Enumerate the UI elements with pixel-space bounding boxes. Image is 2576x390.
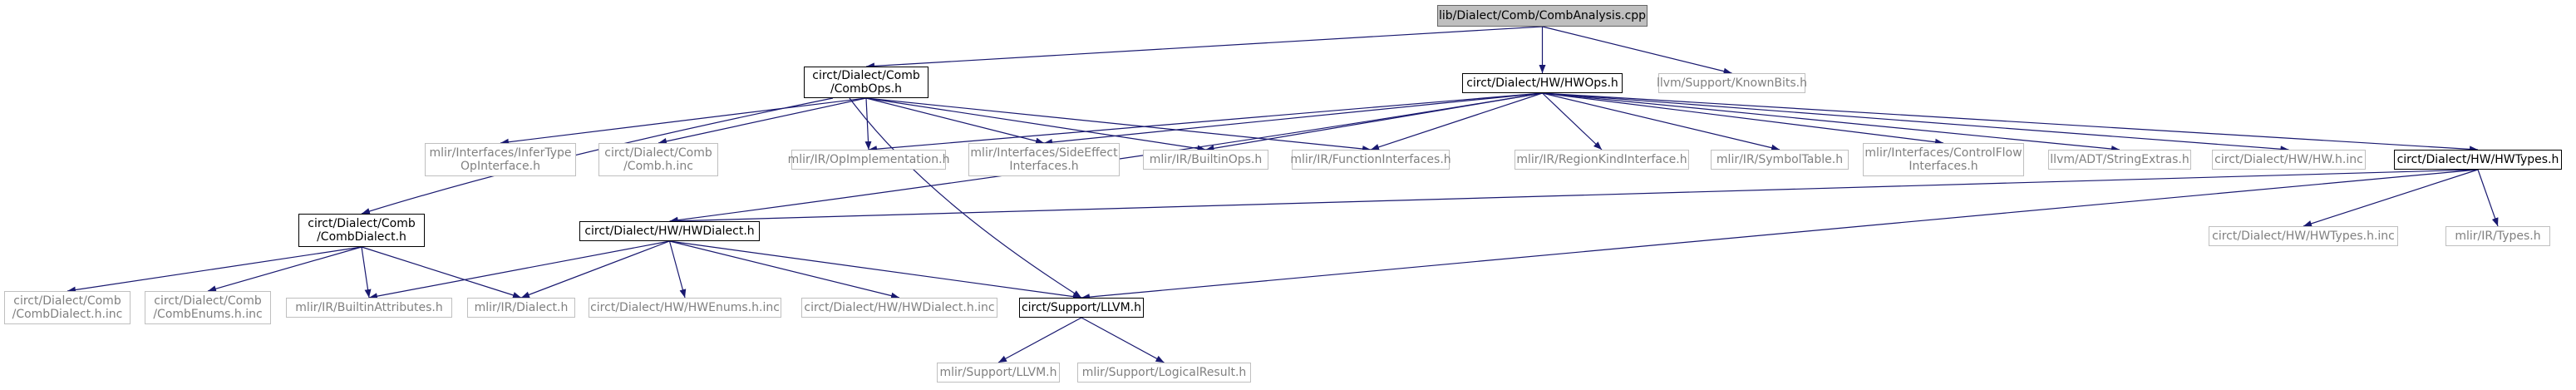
node-infer-type-op-interface-h: mlir/Interfaces/InferType OpInterface.h [425,143,576,176]
node-comb-h-inc: circt/Dialect/Comb /Comb.h.inc [598,143,718,176]
node-side-effect-interfaces-h: mlir/Interfaces/SideEffect Interfaces.h [968,143,1120,176]
edge-comb-dialect-h-to-comb-dialect-h-inc [66,246,362,294]
edge-hw-ops-h-to-symbol-table-h [1542,92,1781,151]
node-label: mlir/Interfaces/InferType OpInterface.h [429,146,572,173]
node-op-implementation-h: mlir/IR/OpImplementation.h [788,150,949,170]
node-known-bits-h: llvm/Support/KnownBits.h [1656,73,1808,93]
edge-comb-dialect-h-to-comb-enums-h-inc [207,246,362,293]
edge-combanalysis-cpp-to-known-bits-h [1542,26,1732,75]
node-hw-types-h[interactable]: circt/Dialect/HW/HWTypes.h [2394,150,2562,170]
edge-comb-ops-h-to-function-interfaces-h [865,97,1372,152]
edge-support-llvm-h-to-mlir-support-llvm-h [997,317,1082,363]
node-comb-dialect-h[interactable]: circt/Dialect/Comb /CombDialect.h [298,214,425,247]
edge-hw-dialect-h-to-mlir-dialect-h [520,240,670,299]
node-function-interfaces-h: mlir/IR/FunctionInterfaces.h [1290,150,1451,170]
edge-hw-ops-h-to-hw-dialect-h [669,92,1543,224]
node-label: llvm/ADT/StringExtras.h [2050,153,2189,166]
node-hw-enums-h-inc: circt/Dialect/HW/HWEnums.h.inc [589,298,781,318]
node-label: circt/Dialect/HW/HWDialect.h [584,225,755,238]
node-label: mlir/IR/Dialect.h [474,301,569,314]
edge-comb-ops-h-to-support-llvm-h [849,97,1082,299]
node-support-llvm-h[interactable]: circt/Support/LLVM.h [1019,298,1144,318]
edge-hw-dialect-h-to-hw-enums-h-inc [668,240,687,299]
node-combanalysis-cpp[interactable]: lib/Dialect/Comb/CombAnalysis.cpp [1437,5,1648,27]
node-label: circt/Dialect/HW/HWTypes.h [2396,153,2559,166]
node-label: llvm/Support/KnownBits.h [1656,77,1808,90]
node-label: circt/Dialect/Comb /CombDialect.h.inc [12,294,123,321]
node-hw-types-h-inc: circt/Dialect/HW/HWTypes.h.inc [2209,226,2398,246]
edge-comb-ops-h-to-builtin-ops-h [865,97,1206,152]
node-label: circt/Dialect/HW/HWOps.h [1466,77,1618,90]
edge-support-llvm-h-to-logical-result-h [1081,317,1165,363]
node-builtin-attributes-h: mlir/IR/BuiltinAttributes.h [286,298,452,318]
node-label: circt/Dialect/Comb /Comb.h.inc [604,146,712,173]
node-region-kind-interface-h: mlir/IR/RegionKindInterface.h [1515,150,1689,170]
edge-hw-types-h-to-support-llvm-h [1081,169,2479,301]
edge-hw-dialect-h-to-builtin-attributes-h [368,240,670,300]
node-label: circt/Dialect/Comb /CombEnums.h.inc [153,294,263,321]
node-mlir-types-h: mlir/IR/Types.h [2445,226,2550,246]
node-comb-ops-h[interactable]: circt/Dialect/Comb /CombOps.h [804,67,928,98]
node-comb-enums-h-inc: circt/Dialect/Comb /CombEnums.h.inc [145,291,271,324]
node-hw-dialect-h-inc: circt/Dialect/HW/HWDialect.h.inc [801,298,997,318]
edge-combanalysis-cpp-to-comb-ops-h [865,26,1543,70]
node-label: mlir/IR/OpImplementation.h [787,153,950,166]
edge-hw-ops-h-to-region-kind-interface-h [1542,92,1603,151]
edge-hw-dialect-h-to-support-llvm-h [669,240,1082,300]
node-symbol-table-h: mlir/IR/SymbolTable.h [1711,150,1849,170]
node-label: circt/Dialect/Comb /CombDialect.h [308,217,416,244]
edge-hw-ops-h-to-op-implementation-h [868,92,1543,153]
node-label: circt/Dialect/HW/HWTypes.h.inc [2212,230,2395,243]
node-label: circt/Support/LLVM.h [1021,301,1142,314]
node-mlir-support-llvm-h: mlir/Support/LLVM.h [937,363,1060,383]
node-label: lib/Dialect/Comb/CombAnalysis.cpp [1438,9,1647,22]
node-label: mlir/IR/SymbolTable.h [1716,153,1844,166]
node-label: mlir/Interfaces/SideEffect Interfaces.h [970,146,1118,173]
node-label: mlir/IR/FunctionInterfaces.h [1290,153,1451,166]
edge-comb-ops-h-to-infer-type-op-interface-h [500,97,867,146]
edge-comb-dialect-h-to-mlir-dialect-h [361,246,522,299]
node-builtin-ops-h: mlir/IR/BuiltinOps.h [1143,150,1268,170]
edge-comb-ops-h-to-side-effect-interfaces-h [865,97,1045,145]
edge-hw-ops-h-to-control-flow-interfaces-h [1542,92,1944,146]
node-label: mlir/IR/RegionKindInterface.h [1516,153,1687,166]
edge-hw-ops-h-to-hw-types-h [1542,92,2479,153]
node-mlir-dialect-h: mlir/IR/Dialect.h [467,298,575,318]
edge-hw-ops-h-to-side-effect-interfaces-h [1043,92,1543,146]
edge-hw-ops-h-to-string-extras-h [1542,92,2120,153]
node-label: circt/Dialect/HW/HW.h.inc [2214,153,2363,166]
edge-comb-ops-h-to-op-implementation-h [864,97,872,151]
node-hw-h-inc: circt/Dialect/HW/HW.h.inc [2212,150,2366,170]
node-label: mlir/IR/Types.h [2455,230,2541,243]
edge-hw-types-h-to-hw-types-h-inc [2303,169,2479,227]
edge-hw-dialect-h-to-hw-dialect-h-inc [669,240,900,299]
node-label: mlir/Support/LLVM.h [939,366,1057,379]
edge-hw-types-h-to-mlir-types-h [2477,169,2499,227]
edge-hw-ops-h-to-function-interfaces-h [1370,92,1543,151]
node-label: circt/Dialect/HW/HWEnums.h.inc [590,301,780,314]
node-logical-result-h: mlir/Support/LogicalResult.h [1077,363,1251,383]
node-comb-dialect-h-inc: circt/Dialect/Comb /CombDialect.h.inc [4,291,131,324]
node-label: mlir/IR/BuiltinAttributes.h [295,301,443,314]
edge-comb-dialect-h-to-builtin-attributes-h [361,246,372,299]
edge-hw-types-h-to-hw-dialect-h [669,169,2479,225]
edge-comb-ops-h-to-comb-h-inc [658,97,867,145]
node-hw-dialect-h[interactable]: circt/Dialect/HW/HWDialect.h [579,221,760,241]
node-control-flow-interfaces-h: mlir/Interfaces/ControlFlow Interfaces.h [1863,143,2024,176]
node-label: mlir/IR/BuiltinOps.h [1149,153,1263,166]
edge-hw-ops-h-to-hw-h-inc [1542,92,2289,153]
node-label: mlir/Interfaces/ControlFlow Interfaces.h [1864,146,2022,173]
node-hw-ops-h[interactable]: circt/Dialect/HW/HWOps.h [1462,73,1623,93]
node-label: circt/Dialect/HW/HWDialect.h.inc [804,301,995,314]
node-string-extras-h: llvm/ADT/StringExtras.h [2048,150,2191,170]
node-label: mlir/Support/LogicalResult.h [1081,366,1247,379]
node-label: circt/Dialect/Comb /CombOps.h [812,69,920,96]
